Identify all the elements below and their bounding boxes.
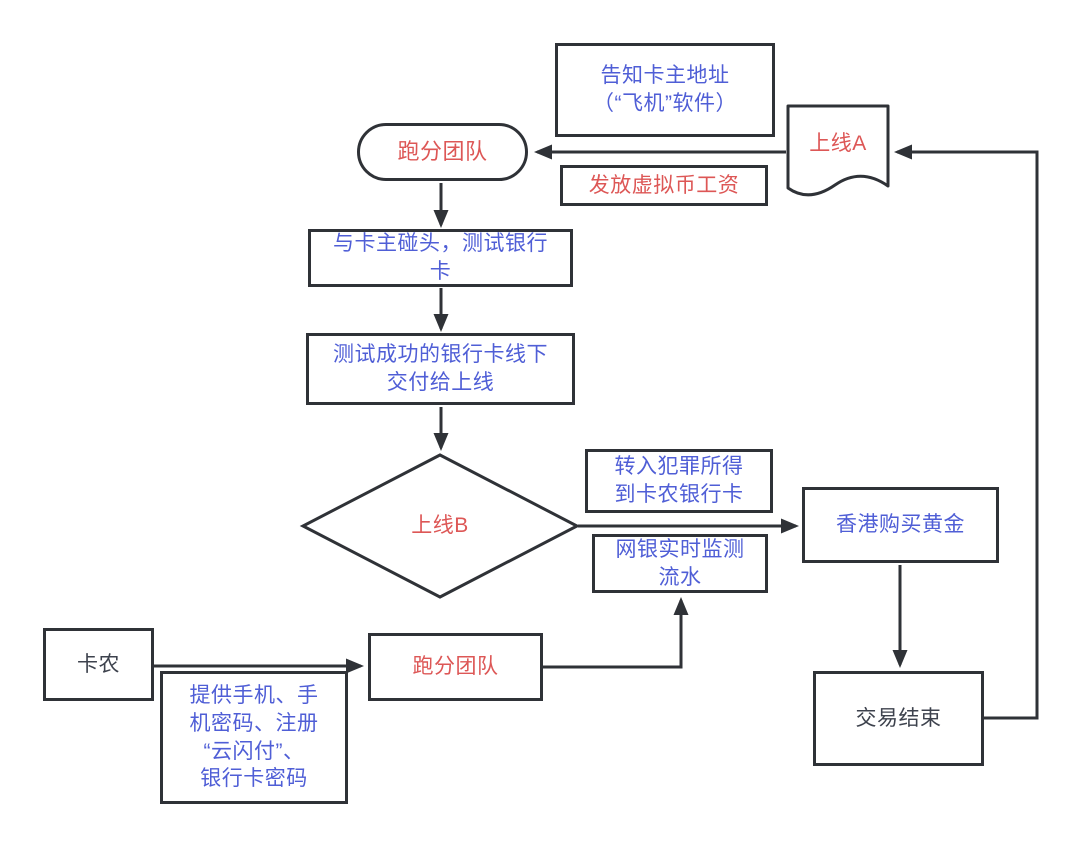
node-deliver-cards-label: 测试成功的银行卡线下 交付给上线 xyxy=(333,343,548,394)
node-transfer-funds: 转入犯罪所得 到卡农银行卡 xyxy=(585,449,773,513)
node-notify-address-label: 告知卡主地址 （“飞机”软件） xyxy=(593,64,737,115)
node-card-farmer: 卡农 xyxy=(43,628,154,701)
connector-teambottom-monitor xyxy=(543,597,689,669)
node-deal-end-label: 交易结束 xyxy=(855,706,942,730)
node-provide-info: 提供手机、手 机密码、注册 “云闪付”、 银行卡密码 xyxy=(160,671,348,804)
node-monitor-flow-label: 网银实时监测 流水 xyxy=(615,537,745,589)
node-monitor-flow: 网银实时监测 流水 xyxy=(592,534,768,593)
node-buy-gold-label: 香港购买黄金 xyxy=(836,513,965,537)
diamond-shape-upline-b xyxy=(299,453,581,599)
node-transfer-funds-label: 转入犯罪所得 到卡农银行卡 xyxy=(614,455,744,506)
node-provide-info-label: 提供手机、手 机密码、注册 “云闪付”、 银行卡密码 xyxy=(189,684,319,791)
node-deal-end: 交易结束 xyxy=(813,671,984,766)
node-team-top-label: 跑分团队 xyxy=(397,139,488,165)
node-meet-test-label: 与卡主碰头，测试银行 卡 xyxy=(333,232,548,283)
node-meet-test: 与卡主碰头，测试银行 卡 xyxy=(308,229,573,287)
node-buy-gold: 香港购买黄金 xyxy=(802,487,999,563)
node-pay-salary-label: 发放虚拟币工资 xyxy=(588,173,740,197)
node-notify-address: 告知卡主地址 （“飞机”软件） xyxy=(555,43,775,137)
node-team-top: 跑分团队 xyxy=(357,123,528,181)
node-team-bottom: 跑分团队 xyxy=(368,633,543,701)
node-deliver-cards: 测试成功的银行卡线下 交付给上线 xyxy=(306,333,575,405)
node-card-farmer-label: 卡农 xyxy=(77,652,120,676)
document-shape-upline-a xyxy=(786,104,890,197)
node-pay-salary: 发放虚拟币工资 xyxy=(560,165,768,206)
connector-end-uplinea xyxy=(894,144,1039,720)
node-team-bottom-label: 跑分团队 xyxy=(412,655,499,679)
